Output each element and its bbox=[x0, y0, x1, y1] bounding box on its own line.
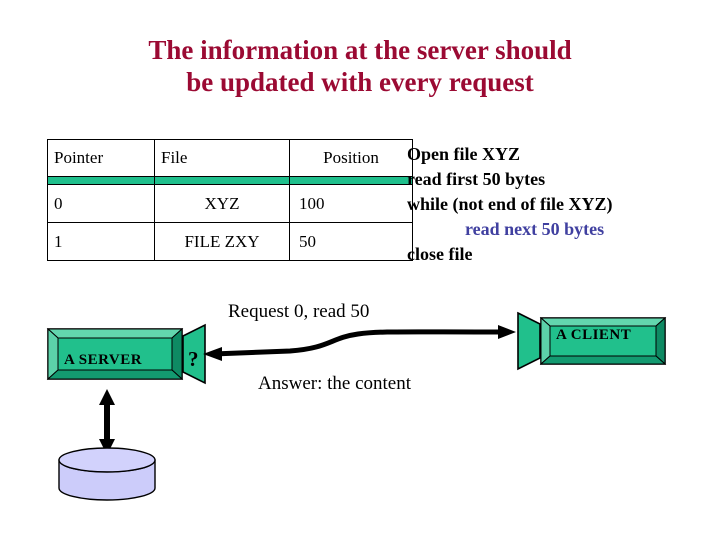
table-header-row: Pointer File Position bbox=[47, 139, 413, 177]
pseudocode-block: Open file XYZ read first 50 bytes while … bbox=[407, 142, 687, 267]
pseudocode-line-2: read first 50 bytes bbox=[407, 169, 546, 189]
pseudocode-line-5: close file bbox=[407, 244, 473, 264]
pseudocode-line-1: Open file XYZ bbox=[407, 144, 521, 164]
request-response-arrow bbox=[203, 325, 516, 361]
client-box-label: A CLIENT bbox=[556, 327, 632, 343]
cell-pointer: 1 bbox=[47, 222, 155, 261]
request-arrow-label: Request 0, read 50 bbox=[228, 301, 370, 322]
server-storage-arrow bbox=[99, 389, 115, 455]
pointer-table: Pointer File Position 0 XYZ 100 1 FILE Z… bbox=[47, 139, 413, 261]
table-header-pointer: Pointer bbox=[47, 139, 155, 177]
pseudocode-line-3: while (not end of file XYZ) bbox=[407, 194, 613, 214]
cell-pointer: 0 bbox=[47, 184, 155, 223]
cell-file: XYZ bbox=[154, 184, 290, 223]
page-title-line-2: be updated with every request bbox=[186, 67, 534, 97]
server-box-label: A SERVER bbox=[64, 352, 143, 368]
answer-arrow-label: Answer: the content bbox=[258, 373, 412, 394]
page-title-line-1: The information at the server should bbox=[148, 35, 572, 65]
table-header-file: File bbox=[154, 139, 290, 177]
cell-file: FILE ZXY bbox=[154, 222, 290, 261]
table-header-separator bbox=[47, 176, 413, 185]
table-separator-cell-3 bbox=[289, 176, 413, 185]
table-separator-cell-1 bbox=[47, 176, 155, 185]
client-connector-trapezoid bbox=[517, 311, 541, 371]
pseudocode-line-4: read next 50 bytes bbox=[465, 219, 605, 239]
cell-position: 50 bbox=[289, 222, 413, 261]
cell-position: 100 bbox=[289, 184, 413, 223]
table-row: 1 FILE ZXY 50 bbox=[47, 222, 413, 261]
table-separator-cell-2 bbox=[154, 176, 290, 185]
page-title: The information at the server should be … bbox=[40, 34, 680, 98]
table-row: 0 XYZ 100 bbox=[47, 184, 413, 223]
database-cylinder-icon bbox=[58, 447, 156, 501]
question-mark-label: ? bbox=[188, 347, 199, 371]
table-header-position: Position bbox=[289, 139, 413, 177]
